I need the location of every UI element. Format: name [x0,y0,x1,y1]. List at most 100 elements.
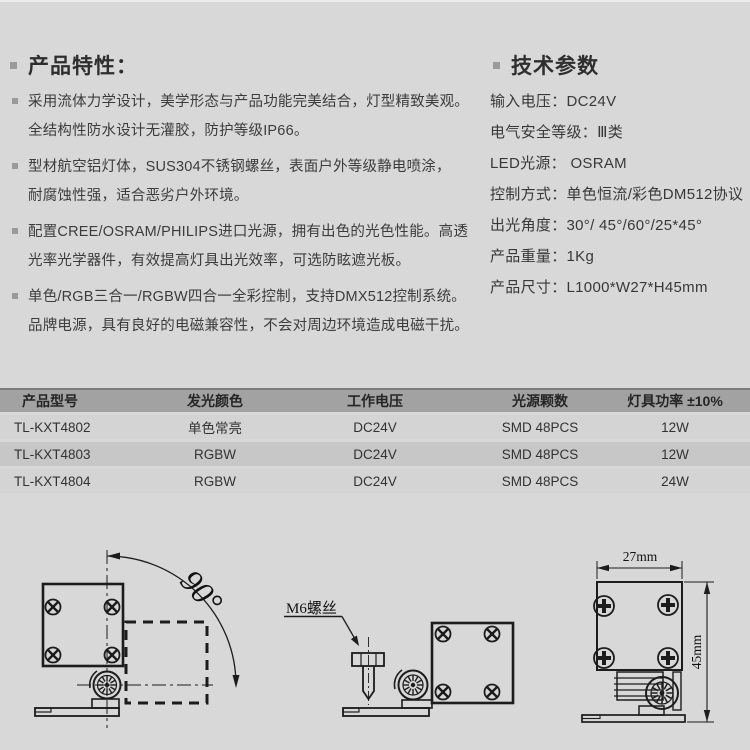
features-title: 产品特性： [28,55,138,78]
bracket-lip [34,707,52,713]
bolt-shank [362,666,375,701]
param-label: 出光角度： [490,217,567,234]
cell-voltage: DC24V [353,419,397,435]
feature-item: 采用流体力学设计，美学形态与产品功能完美结合，灯型精致美观。 全结构性防水设计无… [12,88,480,146]
param-label: 控制方式： [490,186,567,203]
arrowhead-icon [232,675,240,688]
feature-line: 品牌电源，具有良好的电磁兼容性，不会对周边环境造成电磁干扰。 [28,318,469,334]
feature-line: 配置CREE/OSRAM/PHILIPS进口光源，拥有出色的光色性能。高透 [28,224,469,240]
height-dimension-label: 45mm [689,634,704,669]
col-header: 光源颗数 [512,393,568,409]
param-row: 出光角度：30°/ 45°/60°/25*45° [490,210,748,241]
col-header: 产品型号 [22,393,78,409]
screw-icon [103,646,121,664]
arrowhead-icon [597,564,609,572]
param-value: DC24V [566,93,617,110]
bracket-side-plate [672,671,682,711]
params-heading: 技术参数 [493,50,599,80]
param-row: 电气安全等级：Ⅲ类 [490,117,748,148]
param-label: 电气安全等级： [490,124,598,141]
param-label: LED光源： [490,155,566,172]
square-bullet-icon [12,293,18,299]
square-bullet-icon [493,61,500,69]
square-bullet-icon [10,61,17,69]
screw-icon [434,683,452,701]
bracket-support [91,698,120,709]
arrowhead-icon [107,552,120,560]
phillips-screw-icon [593,647,615,669]
arrowhead-icon [703,710,711,722]
col-header: 工作电压 [347,393,403,409]
feature-item: 单色/RGB三合一/RGBW四合一全彩控制，支持DMX512控制系统。 品牌电源… [12,283,480,341]
cell-color: RGBW [194,446,236,462]
feature-line: 全结构性防水设计无灌胶，防护等级IP66。 [28,123,309,139]
feature-item: 配置CREE/OSRAM/PHILIPS进口光源，拥有出色的光色性能。高透 光率… [12,218,480,276]
bracket-lip [342,707,360,713]
table-header-row: 产品型号 发光颜色 工作电压 光源颗数 灯具功率 ±10% [0,390,750,412]
screw-icon [44,598,62,616]
param-label: 产品尺寸： [490,279,567,296]
rotation-angle-label: 90° [173,563,230,621]
table-row: TL-KXT4803 RGBW DC24V SMD 48PCS 12W [0,442,750,466]
fixture-body [596,581,683,671]
cell-led-count: SMD 48PCS [501,473,579,489]
cell-voltage: DC24V [353,446,397,462]
param-row: 产品尺寸：L1000*W27*H45mm [490,272,748,303]
screw-label: M6螺丝 [286,600,337,617]
fixture-rotated-outline [124,620,209,705]
bracket-support [401,699,433,709]
screw-icon [483,625,501,643]
cell-voltage: DC24V [353,473,397,489]
rotation-diagram: 90° [15,548,275,748]
param-label: 输入电压： [490,93,567,110]
param-value: 30°/ 45°/60°/25*45° [566,217,703,234]
param-value: 1Kg [566,248,595,265]
features-list: 采用流体力学设计，美学形态与产品功能完美结合，灯型精致美观。 全结构性防水设计无… [12,88,480,348]
cell-model: TL-KXT4803 [14,446,91,462]
dimension-diagram: 27mm [570,548,750,743]
square-bullet-icon [12,163,18,169]
fixture-body [41,582,125,668]
col-header: 灯具功率 ±10% [627,393,723,409]
pivot-knob [645,676,679,710]
cell-led-count: SMD 48PCS [501,419,579,435]
screw-icon [44,646,62,664]
arrowhead-icon [703,582,711,594]
rotation-arc [106,555,237,686]
param-value: Ⅲ类 [597,124,624,141]
feature-line: 采用流体力学设计，美学形态与产品功能完美结合，灯型精致美观。 [28,94,469,110]
table-row: TL-KXT4804 RGBW DC24V SMD 48PCS 24W [0,469,750,493]
square-bullet-icon [12,98,18,104]
phillips-screw-icon [657,647,679,669]
cell-color: 单色常亮 [188,421,242,436]
screw-icon [434,625,452,643]
cell-power: 12W [661,419,689,435]
screw-icon [483,683,501,701]
cell-model: TL-KXT4804 [14,473,91,489]
params-title: 技术参数 [511,55,599,78]
pivot-knob [88,670,122,700]
cell-color: RGBW [194,473,236,489]
param-label: 产品重量： [490,248,567,265]
table-row: TL-KXT4802 单色常亮 DC24V SMD 48PCS 12W [0,415,750,439]
bracket-support [638,705,665,716]
cell-power: 24W [661,473,689,489]
feature-line: 耐腐蚀性强，适合恶劣户外环境。 [28,188,249,204]
width-dimension-label: 27mm [623,549,658,564]
arrowhead-icon [350,635,359,646]
param-row: 产品重量：1Kg [490,241,748,272]
param-row: LED光源： OSRAM [490,148,748,179]
bracket-lip [581,714,601,720]
screw-icon [103,598,121,616]
bolt-head [351,652,385,667]
features-heading: 产品特性： [10,50,138,80]
param-value: L1000*W27*H45mm [566,279,708,296]
fixture-body [430,621,515,705]
heatsink-ridges [614,671,664,701]
feature-line: 单色/RGB三合一/RGBW四合一全彩控制，支持DMX512控制系统。 [28,289,466,305]
feature-line: 型材航空铝灯体，SUS304不锈钢螺丝，表面户外等级静电喷涂， [28,159,451,175]
spec-table: 产品型号 发光颜色 工作电压 光源颗数 灯具功率 ±10% TL-KXT4802… [0,388,750,496]
feature-line: 光率光学器件，有效提高灯具出光效率，可选防眩遮光板。 [28,253,411,269]
param-row: 控制方式：单色恒流/彩色DM512协议 [490,179,748,210]
